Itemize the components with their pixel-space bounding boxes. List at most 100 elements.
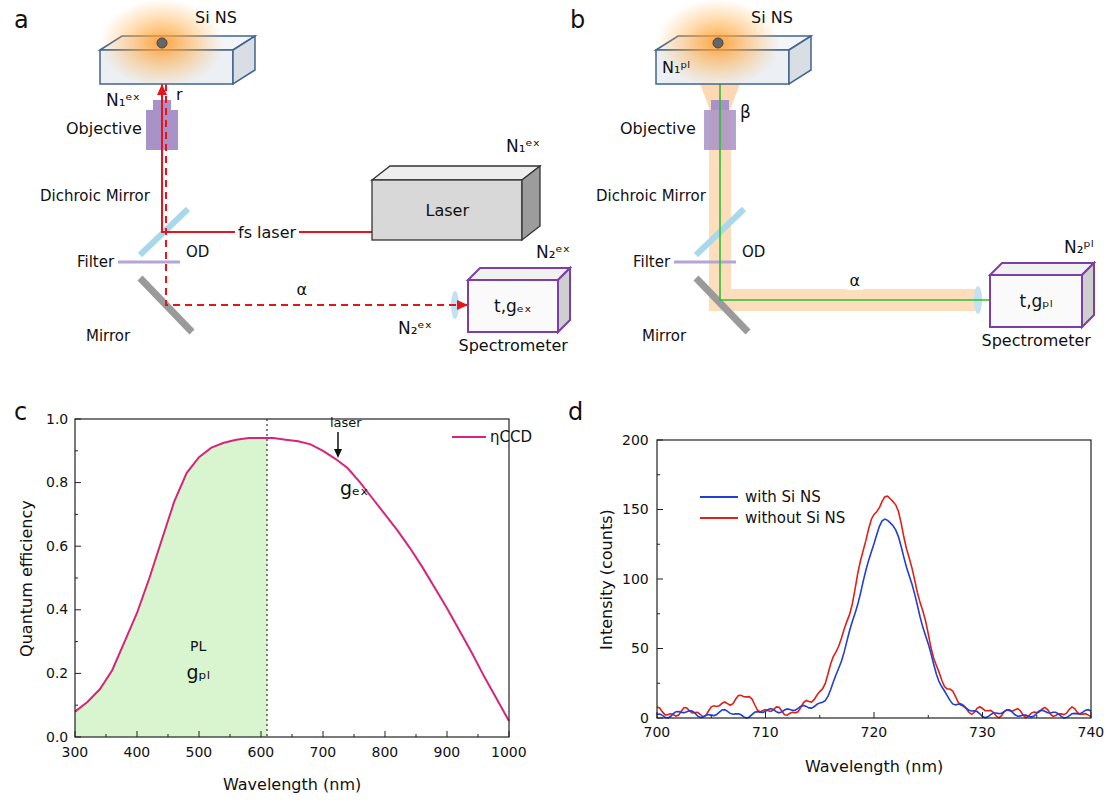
- tick-mark: [711, 715, 712, 718]
- tick-mark: [1091, 712, 1092, 718]
- device-name: Laser: [426, 201, 469, 220]
- tick-mark: [75, 419, 81, 420]
- tick-mark: [75, 641, 78, 642]
- tick-label: 0.4: [46, 601, 68, 618]
- legend-sample-line: [700, 517, 738, 519]
- tick-mark: [982, 712, 983, 718]
- tick-mark: [657, 579, 663, 580]
- legend-label: without Si NS: [745, 509, 845, 527]
- beam-label: α: [293, 280, 310, 299]
- box-front: [468, 280, 558, 332]
- box-side: [522, 166, 540, 240]
- tick-label: 400: [124, 744, 151, 761]
- panel-letter: d: [568, 398, 583, 427]
- tick-label: 740: [1078, 724, 1105, 741]
- tick-label: 1000: [491, 744, 527, 761]
- tick-mark: [657, 613, 660, 614]
- sample-slab: Si NSN₁ᵖˡ: [656, 36, 811, 84]
- tick-mark: [657, 544, 660, 545]
- sample-name: Si NS: [751, 8, 793, 27]
- box-top: [372, 166, 540, 180]
- photon-count-label: N₁ᵉˣ: [506, 136, 540, 156]
- axis-ticks: [75, 419, 509, 737]
- tick-mark: [75, 546, 81, 547]
- annotation: laser: [330, 415, 362, 431]
- part-name: Dichroic Mirror: [40, 187, 150, 205]
- tick-mark: [75, 482, 81, 483]
- tick-label: 700: [644, 724, 671, 741]
- tick-mark: [928, 715, 929, 718]
- spectrum-with: [657, 519, 1091, 718]
- detector-parameters: t,gₑₓ: [494, 296, 532, 316]
- slab-side: [789, 36, 811, 84]
- photon-count-label: N₁ᵉˣ: [106, 90, 140, 110]
- legend-samples: [452, 437, 738, 518]
- detector-parameters: t,gₚₗ: [1020, 291, 1053, 311]
- tick-label: 700: [310, 744, 337, 761]
- tick-label: 800: [372, 744, 399, 761]
- tick-mark: [137, 731, 138, 737]
- filter: [674, 261, 736, 264]
- axis-ticks: [657, 440, 1091, 718]
- tick-mark: [657, 509, 663, 510]
- mirror: [696, 278, 748, 332]
- tick-label: 730: [969, 724, 996, 741]
- part-name: Filter: [77, 253, 114, 271]
- tick-mark: [765, 712, 766, 718]
- reflection-label: r: [176, 85, 183, 104]
- tick-mark: [292, 734, 293, 737]
- pl-region-fill: [75, 438, 267, 737]
- laser-box: LaserN₁ᵉˣ: [372, 180, 522, 240]
- box-front: [372, 180, 522, 240]
- nanosphere: [713, 38, 723, 48]
- sample-name: Si NS: [195, 8, 237, 27]
- tick-label: 0.0: [46, 729, 68, 746]
- plot-frame: [657, 440, 1091, 718]
- tick-mark: [75, 450, 78, 451]
- photon-count-label: N₂ᵉˣ: [536, 242, 570, 262]
- tick-mark: [75, 737, 81, 738]
- tick-label: 0.2: [46, 665, 68, 682]
- tick-mark: [509, 731, 510, 737]
- part-name: Mirror: [642, 327, 686, 345]
- tick-label: 710: [752, 724, 779, 741]
- plot-frame: [75, 419, 509, 737]
- legend-sample-line: [452, 436, 486, 438]
- tick-label: 1.0: [46, 411, 68, 428]
- emission-band: [720, 110, 978, 300]
- tick-mark: [657, 474, 660, 475]
- qe-curve: [75, 438, 509, 721]
- axis-title: Wavelength (nm): [223, 775, 361, 794]
- axis-title: Quantum efficiency: [16, 500, 35, 657]
- tick-mark: [75, 514, 78, 515]
- annotation: gₑₓ: [340, 477, 368, 500]
- tick-mark: [323, 731, 324, 737]
- part-name: OD: [742, 243, 765, 261]
- part-name: Mirror: [86, 327, 130, 345]
- axis-title: Wavelength (nm): [805, 757, 943, 776]
- sample-slab: Si NS: [100, 36, 255, 84]
- part-name: Objective: [620, 119, 696, 138]
- legend-sample-line: [700, 496, 738, 498]
- tick-label: 100: [622, 571, 649, 588]
- tick-mark: [75, 731, 76, 737]
- tick-mark: [106, 734, 107, 737]
- panel-letter: a: [14, 6, 29, 35]
- part-name: Dichroic Mirror: [596, 187, 706, 205]
- photon-count-label: N₂ᵖˡ: [1064, 237, 1094, 257]
- part-name: Filter: [633, 253, 670, 271]
- nanosphere: [157, 38, 167, 48]
- tick-label: 200: [622, 432, 649, 449]
- tick-mark: [1036, 715, 1037, 718]
- tick-label: 900: [434, 744, 461, 761]
- legend-label: ηCCD: [490, 428, 532, 446]
- tick-mark: [75, 578, 78, 579]
- box-top: [990, 263, 1094, 275]
- beam-label: fs laser: [235, 223, 299, 242]
- panel-c-plot: [75, 419, 509, 737]
- slab-side: [233, 36, 255, 84]
- tick-mark: [168, 734, 169, 737]
- arrow-head: [334, 449, 342, 458]
